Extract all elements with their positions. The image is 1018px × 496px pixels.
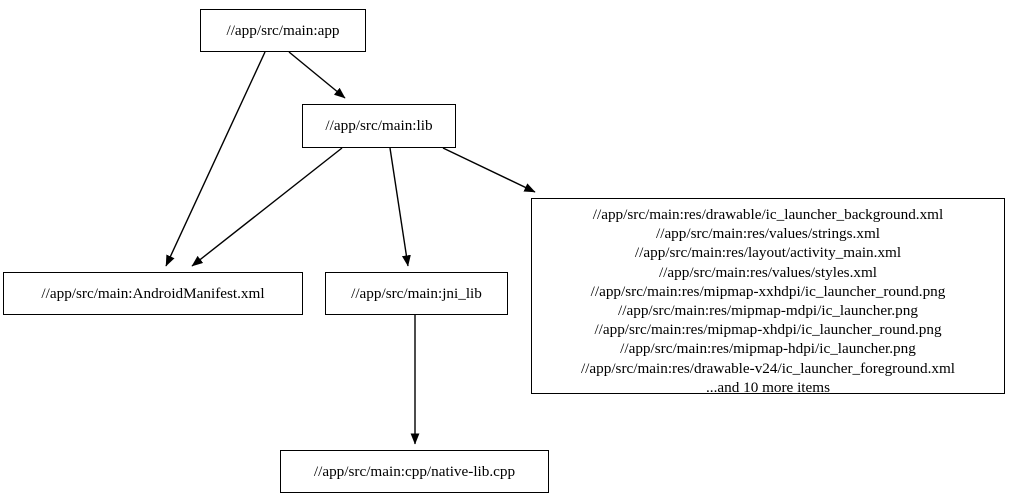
graph-edge-app-to-manifest [165, 51, 266, 267]
graph-node-res-line: //app/src/main:res/drawable/ic_launcher_… [592, 206, 944, 223]
graph-node-res-line: //app/src/main:res/mipmap-xxhdpi/ic_laun… [590, 282, 946, 300]
graph-edge-lib-to-manifest [191, 147, 343, 267]
graph-node-jni-lib[interactable]: //app/src/main:jni_lib [325, 272, 508, 315]
graph-node-app-label: //app/src/main:app [226, 21, 340, 39]
graph-node-res-group[interactable]: //app/src/main:res/drawable/ic_launcher_… [531, 198, 1005, 396]
graph-edge-lib-to-jni-lib [389, 147, 411, 267]
graph-edge-app-to-lib [288, 51, 346, 99]
graph-node-res-line: //app/src/main:res/mipmap-mdpi/ic_launch… [618, 302, 918, 320]
graph-edge-lib-to-res [442, 147, 536, 193]
graph-node-res-line: //app/src/main:res/mipmap-xhdpi/ic_launc… [594, 321, 942, 339]
graph-node-res-line: //app/src/main:res/values/strings.xml [656, 225, 880, 243]
graph-node-res-line: //app/src/main:res/drawable-v24/ic_launc… [580, 359, 956, 377]
graph-node-lib[interactable]: //app/src/main:lib [302, 104, 456, 148]
graph-node-jni-lib-label: //app/src/main:jni_lib [351, 284, 482, 302]
graph-node-res-line: //app/src/main:res/values/styles.xml [658, 263, 878, 281]
graph-node-native-lib-cpp-label: //app/src/main:cpp/native-lib.cpp [313, 462, 516, 480]
graph-node-res-line: //app/src/main:res/mipmap-hdpi/ic_launch… [620, 340, 916, 358]
graph-node-lib-label: //app/src/main:lib [325, 117, 433, 135]
graph-node-res-line: ...and 10 more items [705, 378, 830, 396]
graph-node-app[interactable]: //app/src/main:app [200, 9, 366, 52]
graph-node-res-line: //app/src/main:res/layout/activity_main.… [634, 244, 902, 262]
graph-node-android-manifest-label: //app/src/main:AndroidManifest.xml [41, 284, 265, 302]
graph-node-android-manifest[interactable]: //app/src/main:AndroidManifest.xml [3, 272, 303, 315]
graph-node-native-lib-cpp[interactable]: //app/src/main:cpp/native-lib.cpp [280, 450, 549, 493]
